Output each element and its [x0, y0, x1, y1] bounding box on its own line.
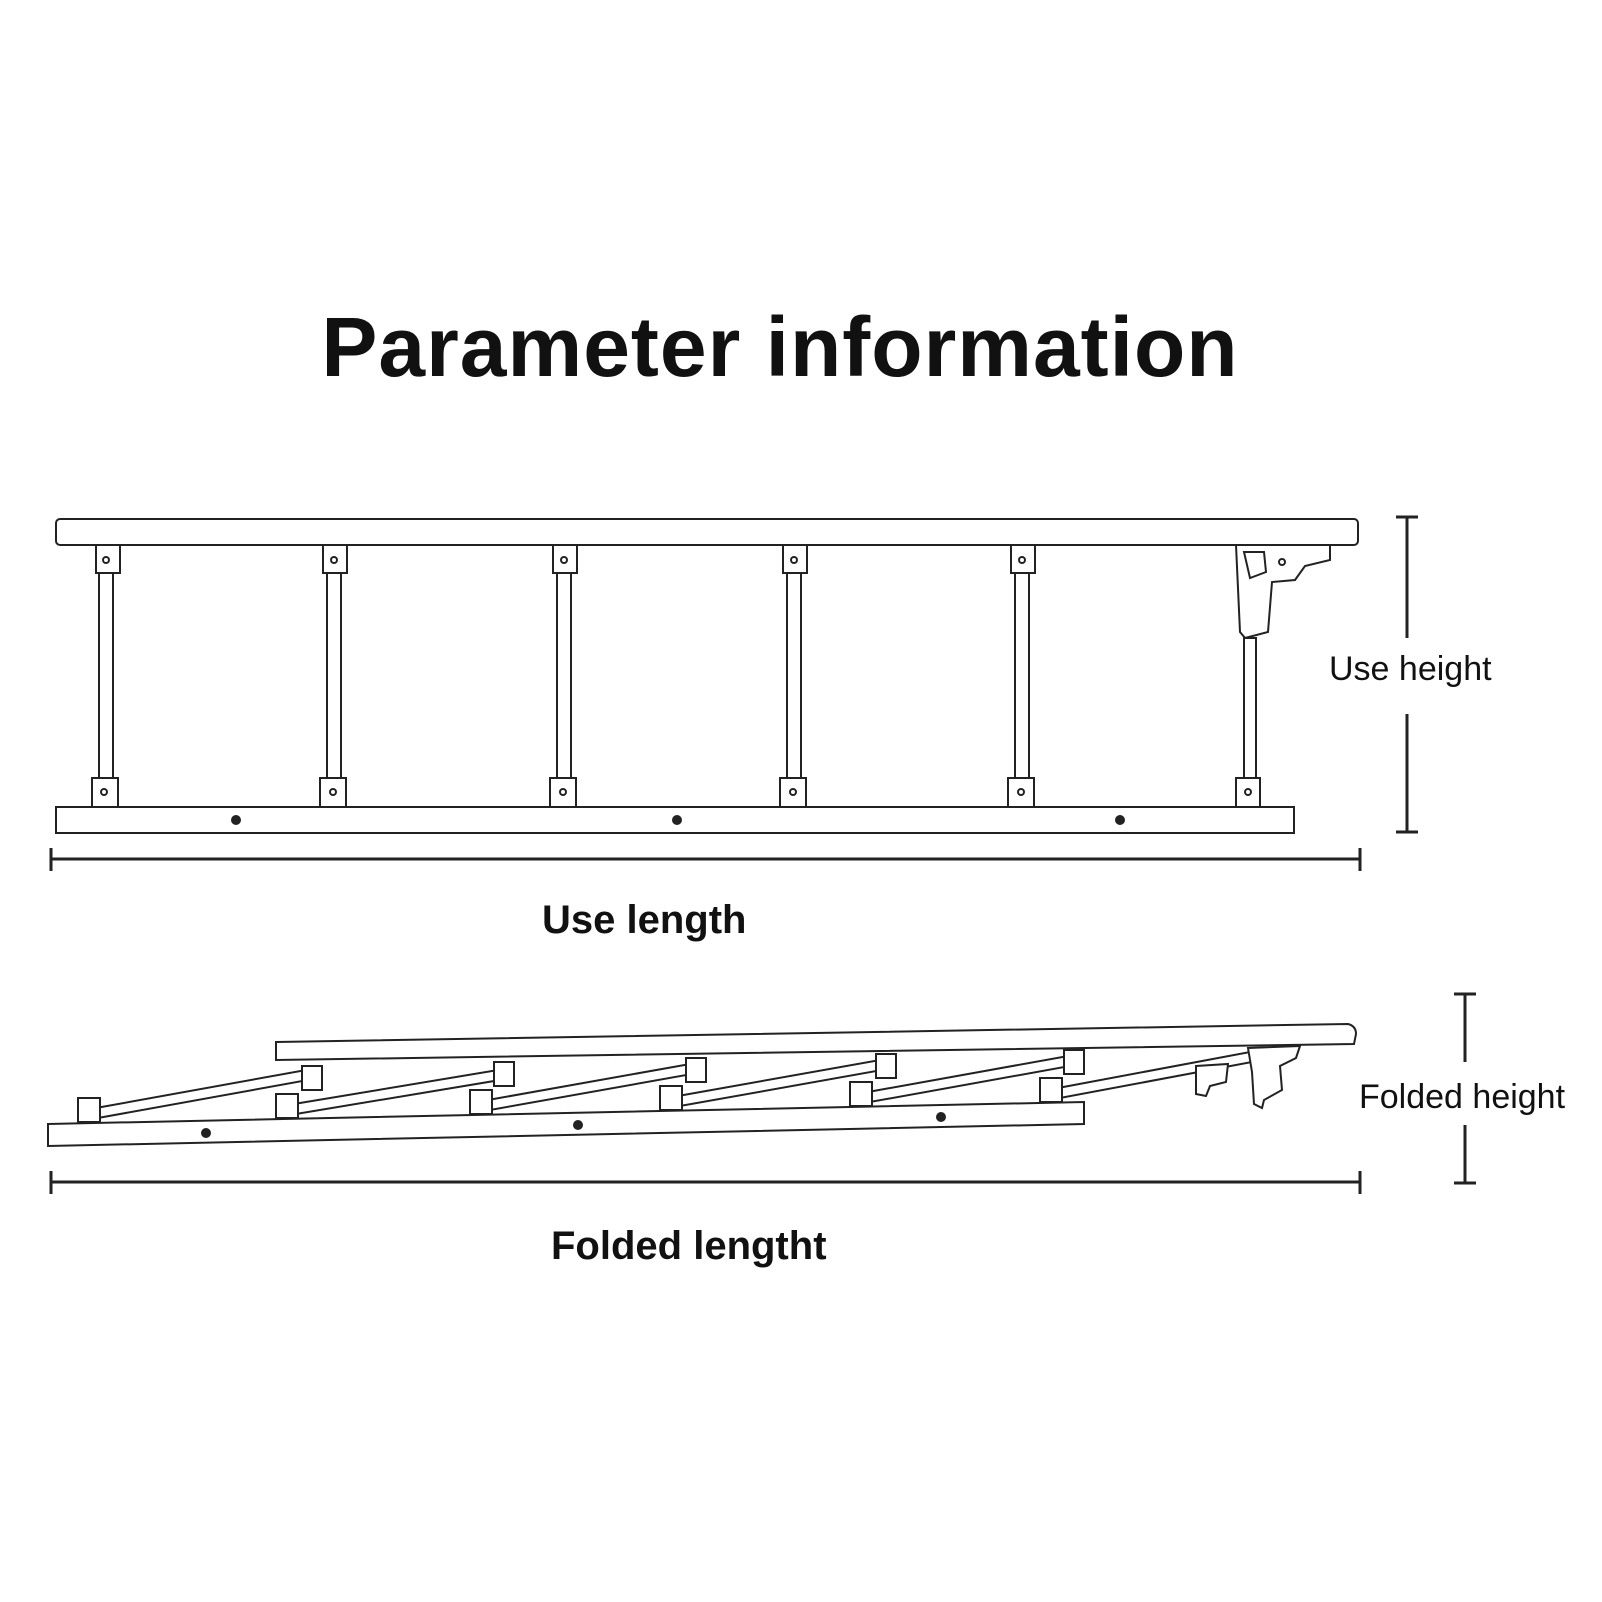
folded-post [77, 1065, 323, 1123]
rail-hole [1115, 815, 1125, 825]
use-height-dimension [1396, 515, 1418, 834]
hinge-bracket [1234, 544, 1331, 808]
folded-rail [47, 1022, 1358, 1148]
rail-post [319, 544, 348, 808]
rail-hole [201, 1128, 211, 1138]
top-rail [55, 518, 1359, 546]
unfolded-rail [55, 518, 1359, 834]
bottom-rail [47, 1100, 1085, 1148]
hinge-bracket [1195, 1044, 1302, 1110]
rail-hole [231, 815, 241, 825]
rail-post [1007, 544, 1036, 808]
folded-height-dimension [1454, 992, 1476, 1185]
folded-post [849, 1049, 1085, 1107]
folded-length-dimension [49, 1171, 1362, 1194]
rail-post [91, 544, 121, 808]
top-rail [275, 1022, 1358, 1062]
folded-height-label: Folded height [1359, 1078, 1566, 1116]
rail-hole [936, 1112, 946, 1122]
folded-post [659, 1053, 897, 1111]
rail-post [779, 544, 808, 808]
use-height-label: Use height [1329, 650, 1492, 688]
page-title: Parameter information [321, 300, 1239, 394]
folded-length-label: Folded lengtht [551, 1224, 827, 1268]
use-length-label: Use length [542, 898, 747, 942]
folded-post [469, 1057, 707, 1115]
use-length-dimension [49, 848, 1362, 871]
folded-post [275, 1061, 515, 1119]
rail-hole [672, 815, 682, 825]
rail-post [549, 544, 578, 808]
rail-hole [573, 1120, 583, 1130]
